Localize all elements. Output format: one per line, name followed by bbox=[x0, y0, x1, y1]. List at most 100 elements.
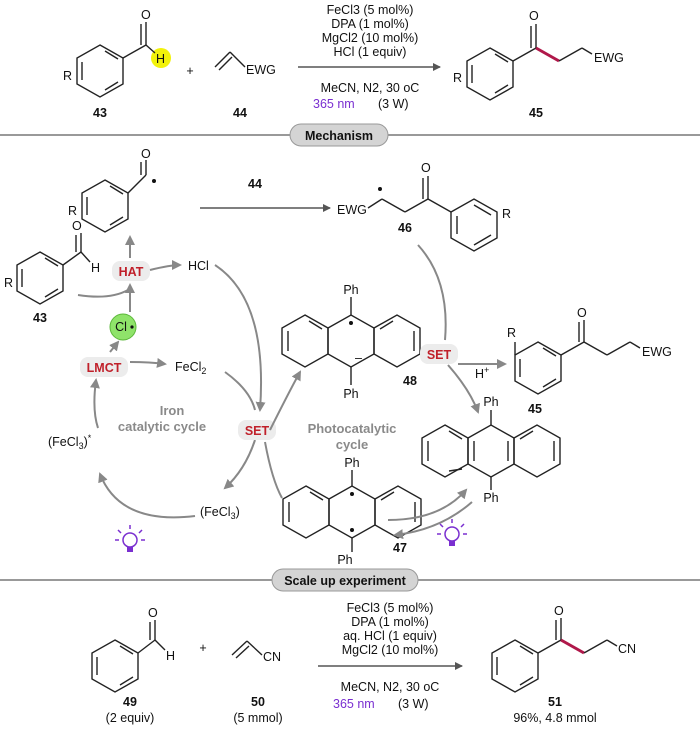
r-group: R bbox=[63, 69, 72, 83]
photo-cycle-label: Photocatalytic bbox=[308, 421, 397, 436]
condition-line: MgCl2 (10 mol%) bbox=[322, 31, 419, 45]
oxygen-atom: O bbox=[577, 306, 587, 320]
oxygen-atom: O bbox=[421, 161, 431, 175]
hat-label: HAT bbox=[119, 265, 144, 279]
oxygen-atom: O bbox=[554, 604, 564, 618]
fecl2-label: FeCl2 bbox=[175, 360, 206, 376]
fecl3-star-label: (FeCl3)* bbox=[48, 433, 92, 451]
scale-up-banner: Scale up experiment bbox=[0, 568, 700, 592]
molecule-45-mech: O EWG R 45 bbox=[507, 306, 672, 416]
mechanism-banner: Mechanism bbox=[0, 123, 700, 147]
ph-label: Ph bbox=[337, 553, 352, 567]
molecule-45-top: O R EWG 45 bbox=[453, 9, 624, 120]
set-to-fecl3 bbox=[223, 439, 256, 490]
hydrogen-atom: H bbox=[156, 52, 165, 66]
reagent-44: 44 bbox=[248, 177, 262, 191]
light-bulb-icon bbox=[437, 519, 467, 546]
ewg-label: EWG bbox=[594, 51, 624, 65]
molecule-49: O H 49 (2 equiv) bbox=[91, 606, 175, 725]
power: (3 W) bbox=[378, 97, 409, 111]
yield-51: 96%, 4.8 mmol bbox=[513, 711, 596, 725]
scale-up-conditions: FeCl3 (5 mol%) DPA (1 mol%) aq. HCl (1 e… bbox=[318, 601, 463, 711]
ewg-label: EWG bbox=[642, 345, 672, 359]
oxygen-atom: O bbox=[529, 9, 539, 23]
r-group: R bbox=[68, 204, 77, 218]
ewg-label: EWG bbox=[337, 203, 367, 217]
molecule-43-top: O H R 43 bbox=[63, 8, 171, 120]
fecl2-to-set bbox=[224, 371, 256, 411]
label-47: 47 bbox=[393, 541, 407, 555]
proton-label: H+ bbox=[475, 365, 489, 381]
molecule-50: CN 50 (5 mmol) bbox=[231, 640, 283, 725]
scale-up-reaction: O H 49 (2 equiv) + CN 50 (5 mmol) FeCl3 … bbox=[91, 601, 636, 725]
excitation-arrow bbox=[387, 488, 468, 521]
label-43: 43 bbox=[93, 106, 107, 120]
ewg-label: EWG bbox=[246, 63, 276, 77]
set-center-label: SET bbox=[245, 424, 270, 438]
condition-line: FeCl3 (5 mol%) bbox=[347, 601, 434, 615]
cl-radical-icon bbox=[109, 313, 137, 341]
set-right-label: SET bbox=[427, 348, 452, 362]
plus-sign: + bbox=[186, 64, 193, 78]
ph-label: Ph bbox=[343, 387, 358, 401]
fecl3-label: (FeCl3) bbox=[200, 505, 240, 521]
iron-cycle-label: Iron bbox=[160, 403, 185, 418]
top-reaction: O H R 43 + EWG 44 FeCl3 (5 mol%) DPA (1 … bbox=[63, 3, 624, 120]
label-51: 51 bbox=[548, 695, 562, 709]
cn-label: CN bbox=[618, 642, 636, 656]
cn-label: CN bbox=[263, 650, 281, 664]
set-from-47 bbox=[264, 441, 283, 499]
hat-curve bbox=[77, 289, 129, 298]
condition-line: MgCl2 (10 mol%) bbox=[342, 643, 439, 657]
r-group: R bbox=[453, 71, 462, 85]
mechanism: O R 44 EWG O R 46 bbox=[4, 147, 672, 567]
set-to-dpa-arrow bbox=[447, 364, 480, 414]
r-group: R bbox=[4, 276, 13, 290]
46-to-set-arc bbox=[417, 244, 447, 341]
lmct-to-cl-arrow bbox=[109, 340, 120, 353]
dpa-neutral: Ph Ph bbox=[421, 395, 561, 505]
amount-50: (5 mmol) bbox=[233, 711, 282, 725]
amount-49: (2 equiv) bbox=[106, 711, 155, 725]
hydrogen-atom: H bbox=[166, 649, 175, 663]
condition-line: FeCl3 (5 mol%) bbox=[327, 3, 414, 17]
minus-sign: – bbox=[355, 351, 362, 365]
label-49: 49 bbox=[123, 695, 137, 709]
ph-label: Ph bbox=[483, 395, 498, 409]
wavelength: 365 nm bbox=[313, 97, 355, 111]
fecl3-to-star bbox=[98, 472, 196, 519]
condition-line: aq. HCl (1 equiv) bbox=[343, 629, 437, 643]
mechanism-title: Mechanism bbox=[305, 129, 373, 143]
condition-line: DPA (1 mol%) bbox=[351, 615, 429, 629]
r-group: R bbox=[507, 326, 516, 340]
solvent-line: MeCN, N2, 30 oC bbox=[321, 81, 420, 95]
plus-sign: + bbox=[199, 641, 206, 655]
anthracene-48: Ph Ph – 48 bbox=[281, 283, 421, 401]
oxygen-atom: O bbox=[148, 606, 158, 620]
label-48: 48 bbox=[403, 374, 417, 388]
ph-label: Ph bbox=[343, 283, 358, 297]
molecule-43-mech: O H R 43 bbox=[4, 219, 100, 325]
photo-cycle-label: cycle bbox=[336, 437, 369, 452]
iron-cycle-label: catalytic cycle bbox=[118, 419, 206, 434]
label-44: 44 bbox=[233, 106, 247, 120]
light-bulb-icon bbox=[115, 525, 145, 552]
wavelength: 365 nm bbox=[333, 697, 375, 711]
oxygen-atom: O bbox=[72, 219, 82, 233]
intermediate-46: EWG O R 46 bbox=[337, 161, 511, 252]
lmct-label: LMCT bbox=[87, 361, 122, 375]
label-50: 50 bbox=[251, 695, 265, 709]
top-conditions: FeCl3 (5 mol%) DPA (1 mol%) MgCl2 (10 mo… bbox=[298, 3, 441, 111]
anthracene-47: Ph Ph 47 bbox=[282, 456, 422, 567]
scale-up-title: Scale up experiment bbox=[284, 574, 406, 588]
solvent-line: MeCN, N2, 30 oC bbox=[341, 680, 440, 694]
hcl-label: HCl bbox=[188, 259, 209, 273]
ph-label: Ph bbox=[483, 491, 498, 505]
hydrogen-atom: H bbox=[91, 261, 100, 275]
hcl-arrow bbox=[149, 260, 182, 271]
fecl3star-to-lmct bbox=[89, 378, 100, 429]
molecule-44-top: EWG 44 bbox=[214, 51, 276, 120]
condition-line: HCl (1 equiv) bbox=[334, 45, 407, 59]
label-45: 45 bbox=[529, 106, 543, 120]
